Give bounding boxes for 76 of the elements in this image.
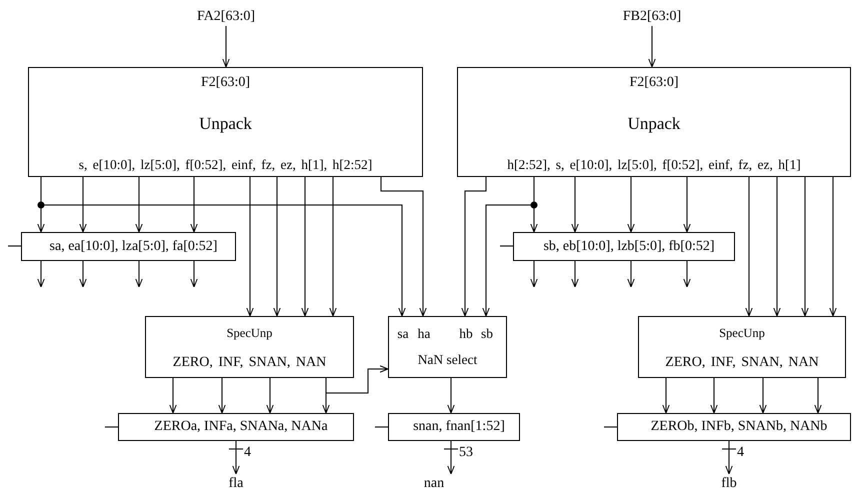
arrow: [266, 378, 274, 414]
signal-name: FA2[63:0]: [176, 6, 276, 26]
signal-name: fla: [206, 474, 266, 491]
register-box: [21, 232, 236, 261]
arrow: [648, 26, 656, 68]
arrow: [246, 176, 254, 316]
signal-name: flb: [699, 474, 759, 491]
arrow: [301, 176, 309, 316]
port-label: ha: [418, 325, 430, 343]
arrow: [801, 176, 809, 316]
port-label: sa: [397, 325, 409, 343]
arrow: [571, 176, 579, 232]
block-title: Unpack: [628, 114, 680, 134]
register-label: snan, fnan[1:52]: [413, 418, 505, 436]
signal-name: FB2[63:0]: [602, 6, 702, 26]
unpack-block: [28, 67, 423, 177]
block-title: Unpack: [199, 114, 252, 134]
arrow: [745, 176, 753, 316]
unpack-block: [457, 67, 851, 177]
arrow: [135, 176, 143, 232]
arrow: [218, 378, 226, 414]
arrow: [683, 260, 691, 288]
spec-unpack-block: [638, 316, 846, 378]
bus-width-label: 4: [244, 445, 251, 461]
arrow: [814, 378, 822, 414]
arrow: [725, 440, 733, 474]
arrow: [829, 176, 837, 316]
signal-name: nan: [404, 474, 464, 491]
port-labels: ZERO, INF, SNAN, NAN: [665, 354, 819, 372]
arrow: [326, 365, 388, 394]
port-labels: s, e[10:0], lz[5:0], f[0:52], einf, fz, ez, h[1], h[2:52]: [78, 156, 372, 174]
arrow: [683, 176, 691, 232]
arrow: [571, 260, 579, 288]
port-labels: ZERO, INF, SNAN, NAN: [172, 354, 326, 372]
register-label: sb, eb[10:0], lzb[5:0], fb[0:52]: [543, 238, 715, 256]
register-label: sa, ea[10:0], lza[5:0], fa[0:52]: [50, 238, 218, 256]
arrow: [232, 440, 240, 474]
register-box: [513, 232, 735, 261]
arrow: [329, 176, 337, 316]
arrow: [461, 176, 486, 316]
arrow: [627, 260, 635, 288]
arrow: [773, 176, 781, 316]
arrow: [169, 378, 177, 414]
nan-select-block: [388, 316, 507, 378]
port-label: hb: [459, 325, 473, 343]
arrow: [190, 260, 198, 288]
register-box: [118, 413, 354, 441]
arrow: [662, 378, 670, 414]
bus-width-label: 4: [737, 445, 744, 461]
arrow: [79, 260, 87, 288]
arrow: [530, 260, 538, 288]
arrow: [759, 378, 767, 414]
block-title: SpecUnp: [719, 325, 765, 341]
register-box: [617, 413, 851, 441]
arrow: [273, 176, 281, 316]
bus-width-label: 53: [459, 445, 473, 461]
arrow: [380, 176, 427, 316]
register-label: ZEROb, INFb, SNANb, NANb: [650, 418, 828, 436]
bus-label: F2[63:0]: [630, 74, 678, 92]
arrow: [447, 378, 455, 414]
block-title: NaN select: [416, 351, 478, 369]
spec-unpack-block: [145, 316, 354, 378]
port-label: sb: [481, 325, 493, 343]
register-box: [388, 413, 520, 441]
bus-label: F2[63:0]: [201, 74, 250, 92]
arrow: [222, 26, 230, 68]
arrow: [627, 176, 635, 232]
port-labels: h[2:52], s, e[10:0], lz[5:0], f[0:52], einf, fz, ez, h[1]: [507, 156, 801, 174]
block-title: SpecUnp: [226, 325, 272, 341]
arrow: [190, 176, 198, 232]
arrow: [710, 378, 718, 414]
register-label: ZEROa, INFa, SNANa, NANa: [154, 418, 328, 436]
arrow: [37, 260, 45, 288]
arrow: [79, 176, 87, 232]
arrow: [447, 440, 455, 474]
arrow: [135, 260, 143, 288]
